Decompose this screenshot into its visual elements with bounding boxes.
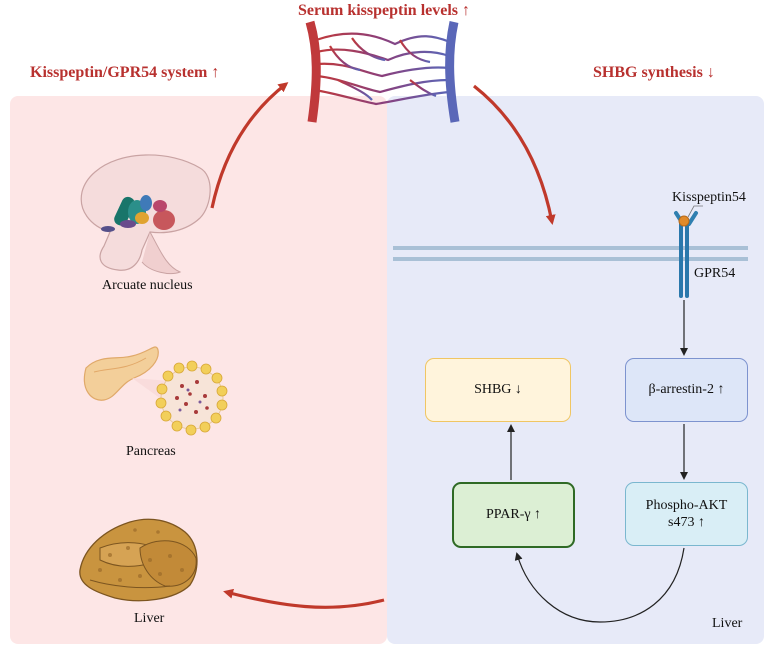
pancreas-label: Pancreas (126, 444, 176, 459)
gpr54-label: GPR54 (694, 266, 736, 281)
phospho-akt-line2: s473 ↑ (668, 515, 705, 530)
phospho-akt-box: Phospho-AKT s473 ↑ (625, 482, 748, 546)
beta-arrestin-box: β-arrestin-2 ↑ (625, 358, 748, 422)
blood-vessel-icon (305, 20, 460, 123)
serum-kisspeptin-heading: Serum kisspeptin levels ↑ (298, 2, 471, 19)
beta-arrestin-box-label: β-arrestin-2 ↑ (648, 382, 725, 398)
arrow-akt-to-ppar (514, 547, 685, 623)
shbg-box-label: SHBG ↓ (474, 382, 522, 398)
arrow-liver-to-liver (223, 588, 385, 609)
liver-panel-label: Liver (712, 616, 743, 631)
kisspeptin-ligand-icon (678, 205, 703, 227)
kisspeptin-system-heading: Kisspeptin/GPR54 system ↑ (30, 64, 220, 81)
phospho-akt-line1: Phospho-AKT (645, 497, 728, 513)
cell-membrane (393, 246, 748, 261)
liver-icon (79, 518, 198, 602)
shbg-synthesis-heading: SHBG synthesis ↓ (593, 64, 715, 81)
brain-arcuate-icon (80, 154, 211, 275)
ppar-gamma-box-label: PPAR-γ ↑ (485, 507, 542, 523)
ppar-gamma-box: PPAR-γ ↑ (452, 482, 575, 548)
arrow-blood-to-liver-cell (473, 84, 556, 225)
liver-label: Liver (134, 611, 165, 626)
shbg-box: SHBG ↓ (425, 358, 571, 422)
arcuate-nucleus-label: Arcuate nucleus (102, 278, 193, 293)
arrow-brain-to-blood (210, 82, 289, 209)
phospho-akt-box-label: Phospho-AKT s473 ↑ (646, 497, 728, 532)
pancreas-icon (83, 346, 228, 436)
kisspeptin54-label: Kisspeptin54 (672, 190, 746, 205)
